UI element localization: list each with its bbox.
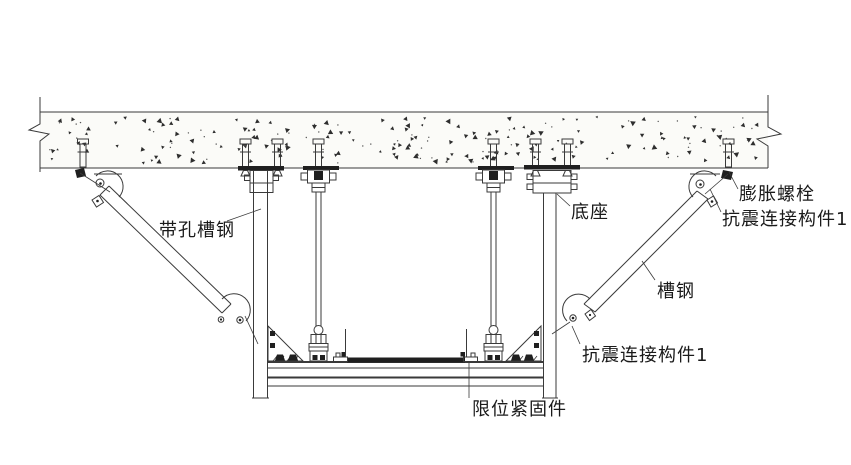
label-perforated-channel: 带孔槽钢 [159, 220, 235, 241]
limit-clamp-right [460, 329, 478, 362]
diagonal-brace-right [551, 170, 733, 335]
break-line-left [27, 97, 51, 172]
threaded-rod-right [475, 166, 514, 326]
label-expansion-bolt: 膨胀螺栓 [739, 184, 815, 205]
concrete-slab [27, 95, 783, 172]
label-limit-fastener: 限位紧固件 [472, 399, 567, 420]
diagonal-brace-left [75, 168, 259, 345]
brace-connector-top-right [688, 170, 720, 208]
leader-seismic-connector-lower [571, 325, 581, 345]
leader-channel-steel [641, 260, 656, 281]
brace-connector-bottom-left [217, 293, 251, 324]
concrete-stipple-texture [49, 115, 759, 165]
brace-connector-top-left [91, 170, 124, 208]
base-bracket-left [238, 166, 284, 193]
break-line-right [755, 95, 783, 168]
leader-base [556, 193, 571, 207]
concrete-slab-body [40, 112, 768, 168]
rod-adjuster-left [308, 325, 329, 362]
leader-seismic-connector-upper [709, 188, 722, 213]
rod-adjuster-right [483, 325, 504, 362]
label-channel-steel: 槽钢 [657, 281, 695, 302]
hanger-channel-left [252, 171, 269, 399]
leader-expansion-bolt [728, 171, 739, 190]
text-labels: 带孔槽钢 底座 膨胀螺栓 抗震连接构件1 槽钢 抗震连接构件1 限位紧固件 [159, 184, 848, 420]
cross-beam [268, 361, 543, 387]
brace-connector-bottom-right [562, 293, 597, 322]
base-bracket-right [524, 165, 580, 194]
hanger-channel-right [542, 193, 558, 399]
label-base: 底座 [571, 202, 609, 223]
restrained-bar [347, 357, 465, 363]
label-seismic-connector-lower: 抗震连接构件1 [582, 345, 708, 366]
threaded-rod-left [300, 166, 339, 326]
gusset-plate-left [267, 324, 305, 362]
label-seismic-connector-upper: 抗震连接构件1 [722, 209, 848, 230]
gusset-plate-right [504, 324, 542, 362]
leader-perforated-channel [226, 208, 262, 222]
leader-lines [226, 171, 739, 398]
limit-clamp-left [333, 329, 348, 362]
